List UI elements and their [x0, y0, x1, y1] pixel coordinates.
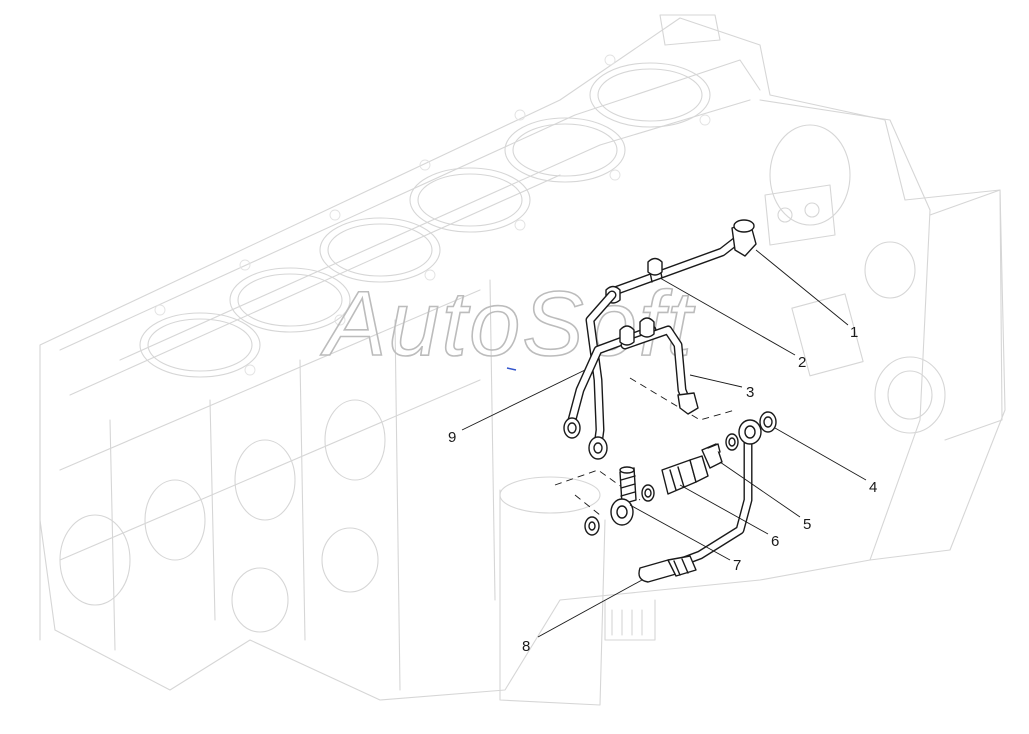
- callout-7: 7: [733, 557, 741, 574]
- callout-5: 5: [803, 516, 811, 533]
- callout-9: 9: [448, 429, 456, 446]
- watermark: AutoSoft: [320, 273, 695, 375]
- callout-4: 4: [869, 479, 877, 496]
- leader-lines: [461, 249, 867, 638]
- alignment-lines: [554, 377, 736, 516]
- callout-labels: 1 2 3 4 5 6 7 8 9: [448, 324, 877, 655]
- part-7-fitting: [584, 466, 637, 536]
- callout-2: 2: [798, 354, 806, 371]
- callout-1: 1: [850, 324, 858, 341]
- callout-8: 8: [522, 638, 530, 655]
- part-6-banjo-bolt: [641, 443, 723, 502]
- callout-6: 6: [771, 533, 779, 550]
- part-4-sealing-ring: [725, 411, 777, 451]
- origin-marker: [506, 367, 517, 371]
- part-3-fuel-line: [619, 317, 699, 415]
- part-8-pipe-end: [638, 555, 697, 583]
- callout-3: 3: [746, 384, 754, 401]
- part-1-fuel-line: [607, 219, 757, 297]
- part-5-return-pipe: [655, 419, 762, 575]
